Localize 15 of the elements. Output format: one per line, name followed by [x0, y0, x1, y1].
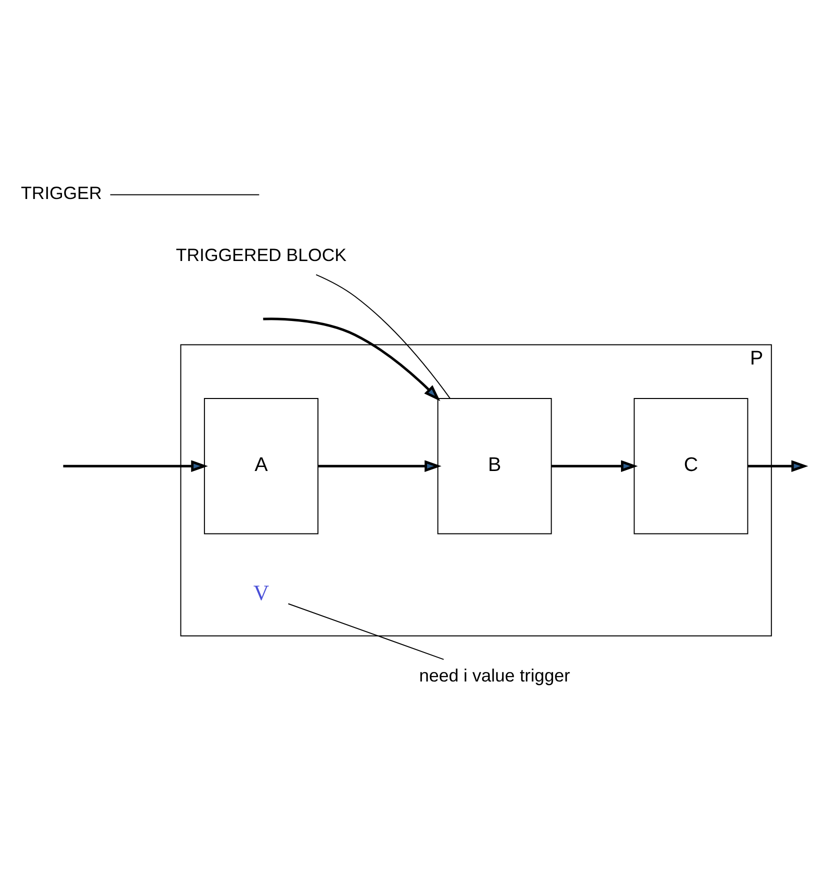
arrow — [63, 460, 208, 472]
node-text: V — [253, 580, 270, 604]
arrow — [552, 460, 638, 472]
arrow — [318, 460, 442, 472]
node-box: A — [204, 398, 318, 534]
connector — [316, 274, 450, 398]
connector — [110, 194, 260, 195]
arrow — [748, 460, 808, 472]
connector — [288, 602, 444, 660]
node-text: TRIGGER — [20, 182, 102, 203]
node-box: C — [634, 398, 748, 534]
arrow — [263, 317, 440, 401]
node-text: TRIGGERED BLOCK — [176, 244, 347, 265]
node-box: B — [437, 398, 552, 534]
node-text: need i value trigger — [419, 665, 570, 686]
